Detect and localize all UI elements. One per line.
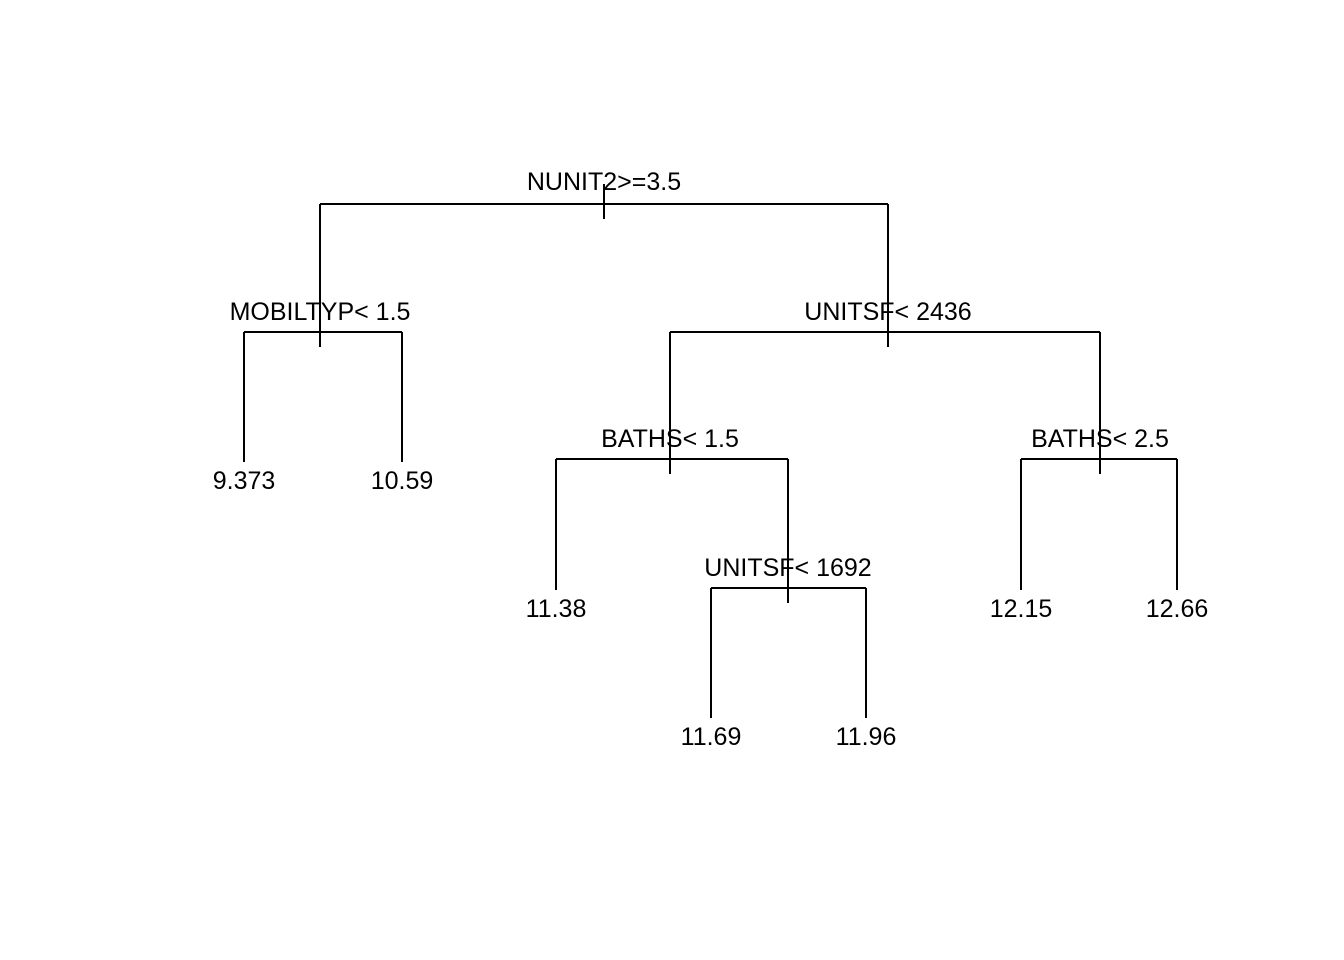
- leaf-label-leaf-2: 10.59: [371, 467, 434, 495]
- split-label-n-mobiltyp: MOBILTYP< 1.5: [230, 298, 411, 326]
- split-label-n-unitsf-1692: UNITSF< 1692: [704, 554, 871, 582]
- split-label-n-baths-1p5: BATHS< 1.5: [601, 425, 739, 453]
- leaf-label-leaf-1: 9.373: [213, 467, 276, 495]
- leaf-label-leaf-3: 11.38: [526, 595, 587, 623]
- leaf-label-leaf-7: 12.66: [1146, 595, 1209, 623]
- tree-leaf-nodes-layer: 9.373 10.59 11.38 11.69 11.96 12.15 12.66: [213, 467, 1209, 751]
- tree-edges-layer: [243, 184, 1178, 718]
- leaf-label-leaf-4: 11.69: [681, 723, 742, 751]
- split-label-n-baths-2p5: BATHS< 2.5: [1031, 425, 1169, 453]
- split-label-root: NUNIT2>=3.5: [527, 168, 681, 196]
- leaf-label-leaf-5: 11.96: [836, 723, 897, 751]
- split-label-n-unitsf-2436: UNITSF< 2436: [804, 298, 971, 326]
- leaf-label-leaf-6: 12.15: [990, 595, 1053, 623]
